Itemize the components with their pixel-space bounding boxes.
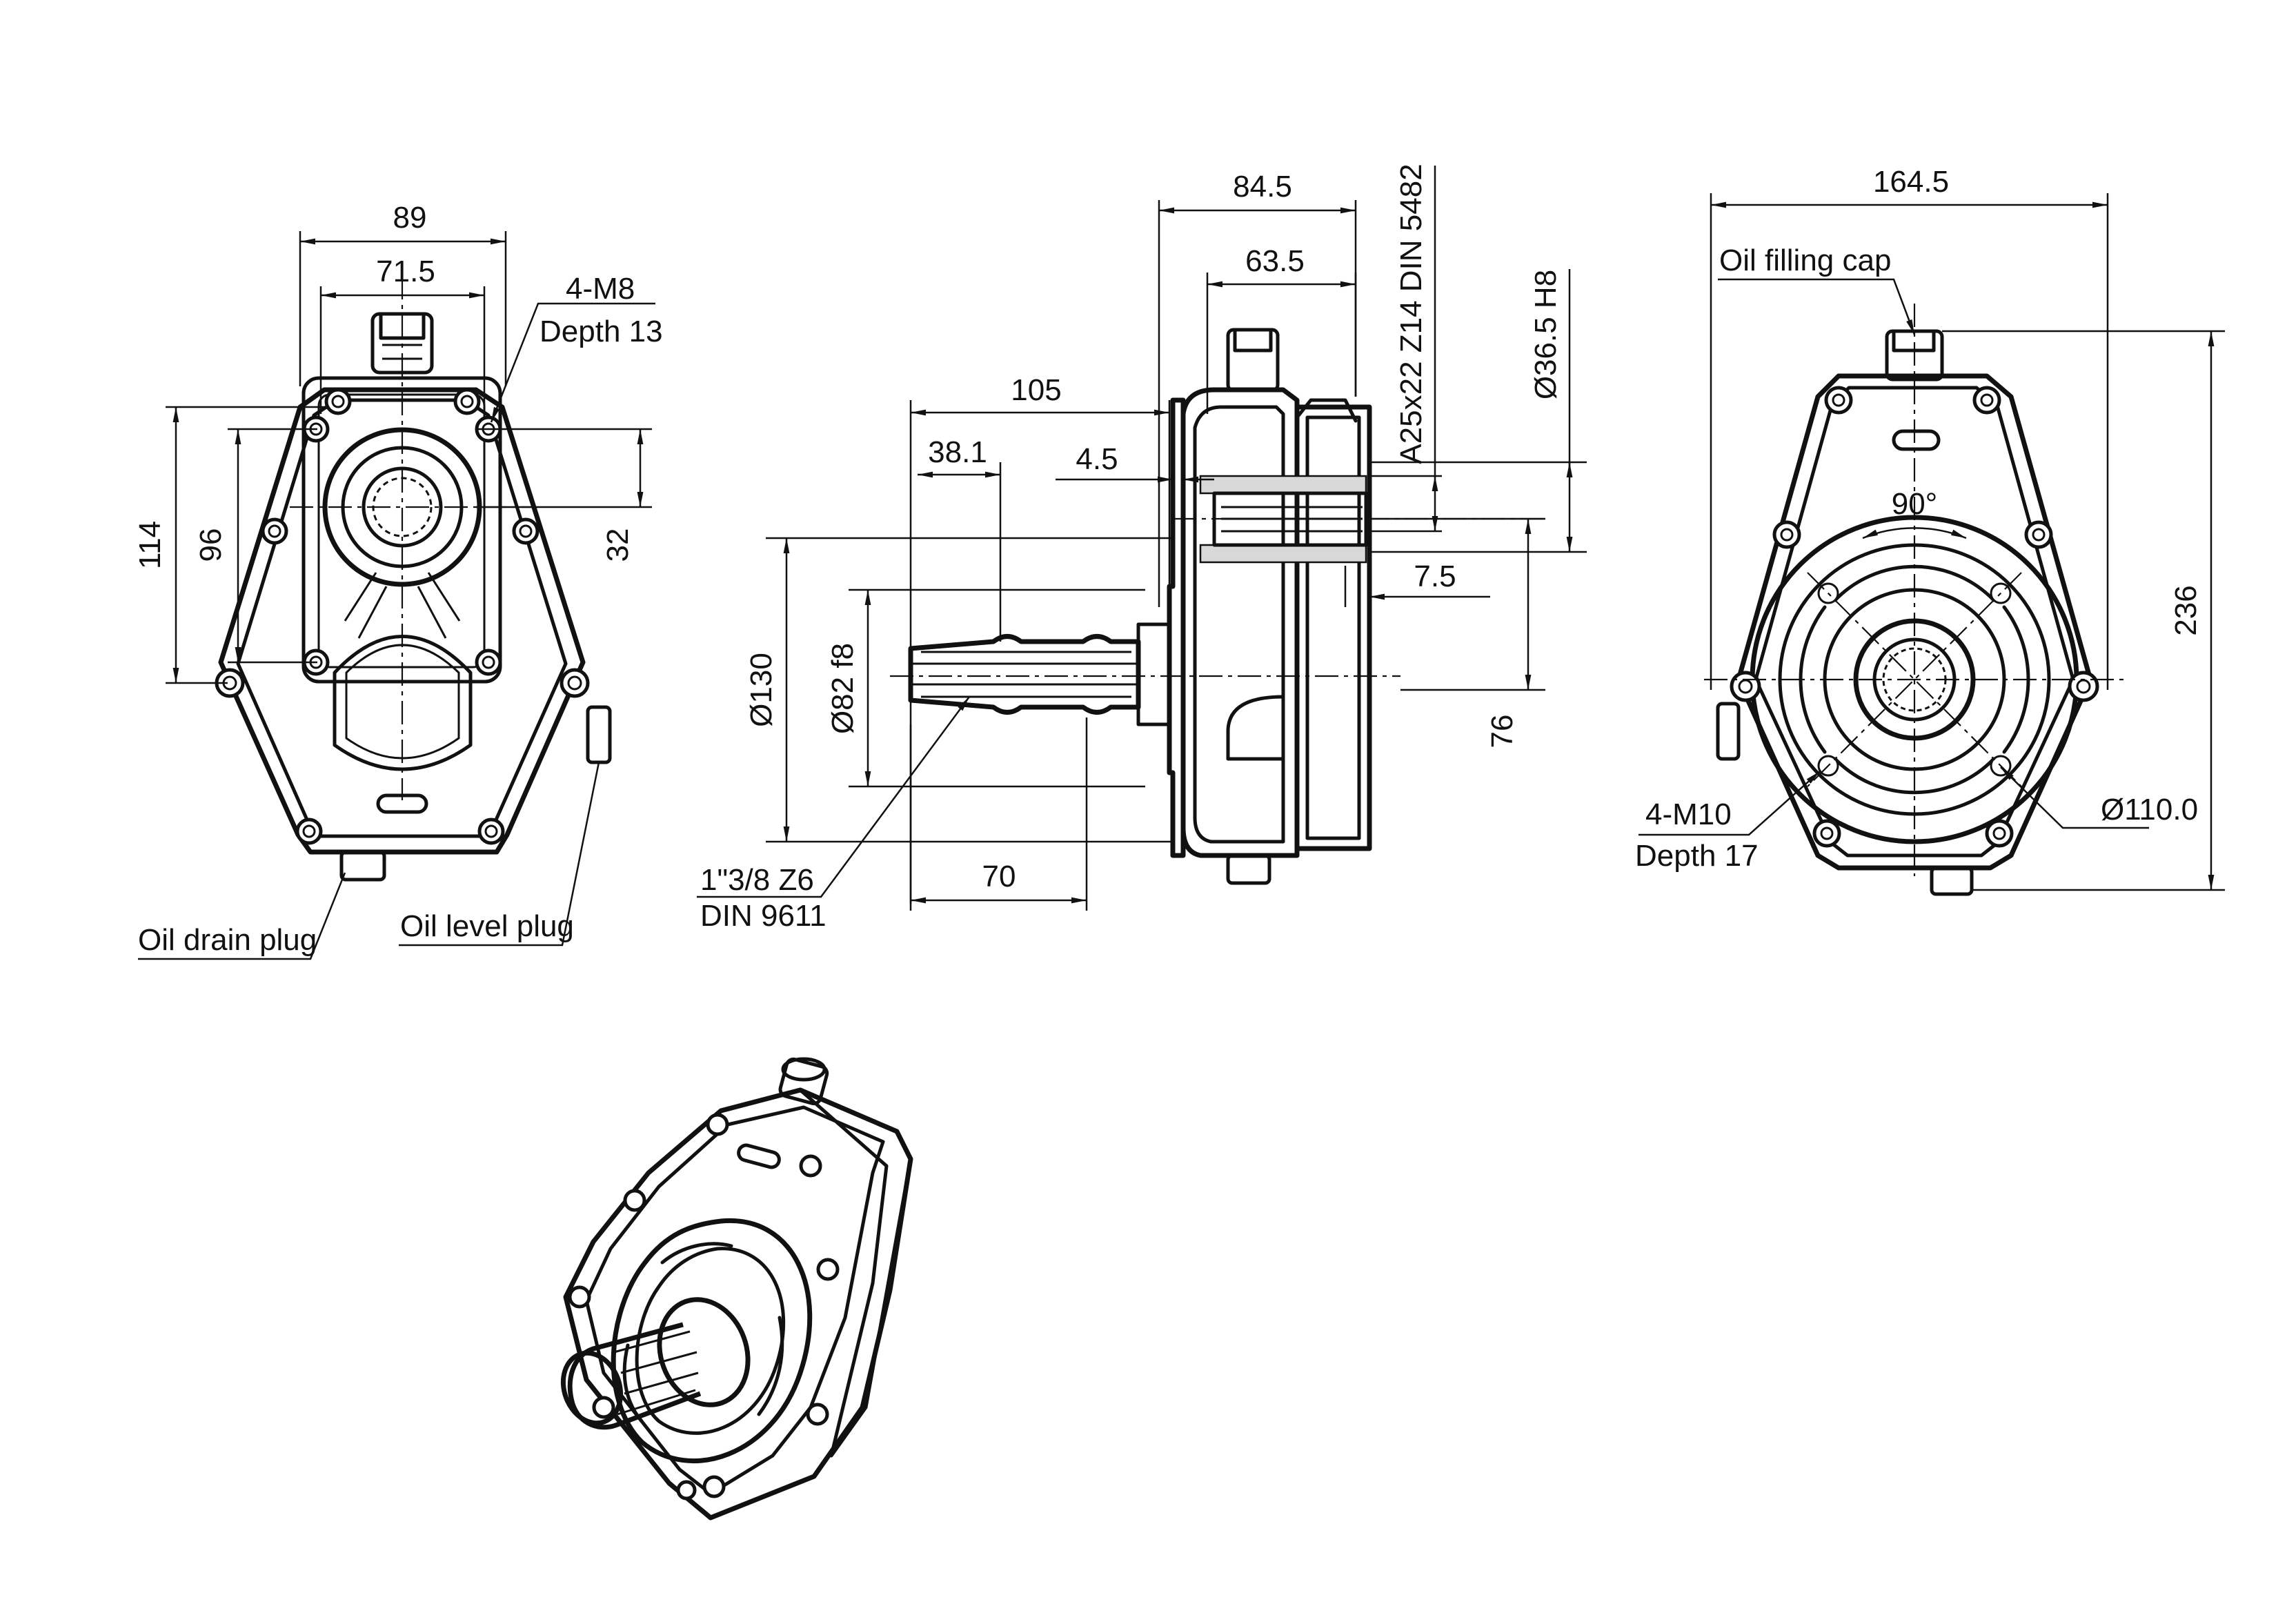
- side-rear-cover-inner: [1305, 415, 1361, 840]
- side-body-inner: [1193, 405, 1285, 844]
- side-rear-lug: [1226, 695, 1285, 761]
- iso-top-plug: [778, 1057, 829, 1106]
- side-bottom-plug: [1226, 853, 1271, 885]
- side-dim-4-5-text: 4.5: [1076, 442, 1118, 476]
- side-hub-section-bottom: [1199, 544, 1367, 564]
- iso-shaft-splines: [613, 1330, 699, 1416]
- rear-thread-text-1: 4-M10: [1645, 798, 1732, 831]
- iso-top-plug-cap: [781, 1057, 826, 1082]
- side-dim-63-ext: [1206, 273, 1357, 414]
- front-dim-89-text: 89: [393, 201, 427, 235]
- side-dim-63-text: 63.5: [1245, 244, 1305, 278]
- side-top-plug-cap: [1233, 328, 1273, 353]
- rear-dim-164-ext: [1710, 193, 2109, 690]
- rear-dia110-text: Ø110.0: [2101, 793, 2198, 826]
- rear-diag-1: [1807, 572, 2022, 787]
- side-dim-70-ext: [909, 717, 1088, 911]
- side-hub-bore: [1212, 491, 1368, 547]
- iso-side-plate: [798, 1088, 913, 1458]
- iso-oil-slot: [737, 1143, 781, 1169]
- isometric-view: [560, 1057, 913, 1521]
- iso-flange-slots: [622, 1242, 784, 1423]
- front-dim-114-text: 114: [133, 521, 167, 569]
- rear-oil-slot: [1892, 429, 1941, 451]
- rear-dim-236-ext: [1942, 330, 2225, 891]
- side-shaft-text-1: 1"3/8 Z6: [700, 863, 814, 897]
- side-bore-spec-ext: [1369, 461, 1587, 553]
- front-lower-window-inner: [345, 644, 460, 760]
- front-dim-96-ext: [228, 428, 317, 664]
- side-top-lug: [1295, 398, 1358, 423]
- rear-dim-236-text: 236: [2169, 585, 2203, 635]
- side-dim-38-text: 38.1: [928, 435, 987, 469]
- front-thread-leader: [490, 302, 655, 423]
- rear-dim-164-text: 164.5: [1873, 165, 1949, 199]
- iso-shaft-end: [560, 1350, 624, 1426]
- front-dim-89-ext: [299, 231, 507, 386]
- iso-bolts: [568, 1113, 840, 1501]
- front-rib-right: [417, 572, 461, 639]
- front-thread-text-2: Depth 13: [539, 315, 663, 348]
- front-dim-71-text: 71.5: [376, 255, 435, 288]
- iso-hub: [657, 1297, 751, 1407]
- iso-flange-inner: [635, 1247, 786, 1435]
- rear-angle-text: 90°: [1892, 487, 1938, 521]
- front-rib-left: [344, 572, 388, 639]
- front-view: 89 71.5 114 96 32 4-M8 Depth 13 Oil drai…: [133, 201, 663, 960]
- side-hub-section-top: [1199, 475, 1367, 495]
- rear-thread-leader: [1638, 771, 1821, 836]
- side-shaft-text-2: DIN 9611: [700, 899, 826, 933]
- oil-filling-label: Oil filling cap: [1719, 244, 1891, 277]
- side-spline-spec-ext: [1369, 166, 1442, 533]
- side-dim-84-text: 84.5: [1233, 170, 1292, 204]
- rear-angle-arc: [1862, 527, 1967, 539]
- oil-level-label: Oil level plug: [400, 909, 574, 943]
- side-shaft-splines: [911, 651, 1138, 698]
- side-bore-spec-text: Ø36.5 H8: [1529, 270, 1563, 399]
- side-shaft: [908, 634, 1141, 715]
- side-dim-105-text: 105: [1011, 373, 1061, 407]
- side-shaft-leader: [697, 696, 971, 898]
- front-lower-window: [333, 635, 473, 771]
- oil-drain-leader: [138, 872, 346, 960]
- rear-bottom-plug: [1930, 866, 1974, 896]
- side-body: [1180, 387, 1300, 858]
- iso-housing-inner: [584, 1105, 885, 1496]
- rear-thread-text-2: Depth 17: [1635, 839, 1759, 873]
- front-housing-outline: [218, 387, 586, 855]
- side-dim-7-5-text: 7.5: [1414, 560, 1456, 593]
- oil-level-leader: [399, 762, 600, 947]
- front-drain-plug: [339, 850, 386, 882]
- front-dim-32-ext: [476, 428, 652, 508]
- front-spline-bore: [362, 466, 443, 548]
- iso-flange-outer: [611, 1218, 813, 1464]
- front-level-plug: [586, 705, 612, 764]
- front-thread-text-1: 4-M8: [566, 272, 635, 306]
- front-dim-32-text: 32: [601, 528, 635, 562]
- side-dim-82-ext: [849, 588, 1145, 788]
- side-spline-spec-text: A25x22 Z14 DIN 5482: [1394, 164, 1428, 464]
- side-dim-76-ext: [1369, 517, 1545, 691]
- side-view: 105 38.1 4.5 84.5 63.5 7.5 76 70 Ø130 Ø8…: [697, 164, 1587, 933]
- oil-drain-label: Oil drain plug: [138, 923, 317, 957]
- side-dim-130-ext: [766, 537, 1173, 843]
- front-dim-71-ext: [319, 286, 486, 414]
- side-shaft-collar: [1136, 622, 1171, 726]
- front-dim-96-text: 96: [194, 528, 228, 562]
- oil-filling-leader: [1718, 278, 1916, 335]
- side-dim-82-text: Ø82 f8: [826, 643, 860, 734]
- rear-view: 90° 164.5 236 Oil filling cap 4-M10 Dept…: [1635, 165, 2225, 896]
- rear-housing-outline: [1736, 373, 2093, 871]
- rear-diag-2: [1807, 572, 2022, 787]
- side-flange: [1167, 397, 1186, 858]
- side-dim-130-text: Ø130: [744, 653, 778, 727]
- side-rear-cover: [1294, 404, 1372, 851]
- side-dim-70-text: 70: [982, 860, 1016, 893]
- rear-dia110-leader: [2000, 766, 2149, 829]
- rear-side-plug: [1716, 702, 1741, 761]
- side-dim-76-text: 76: [1485, 715, 1519, 749]
